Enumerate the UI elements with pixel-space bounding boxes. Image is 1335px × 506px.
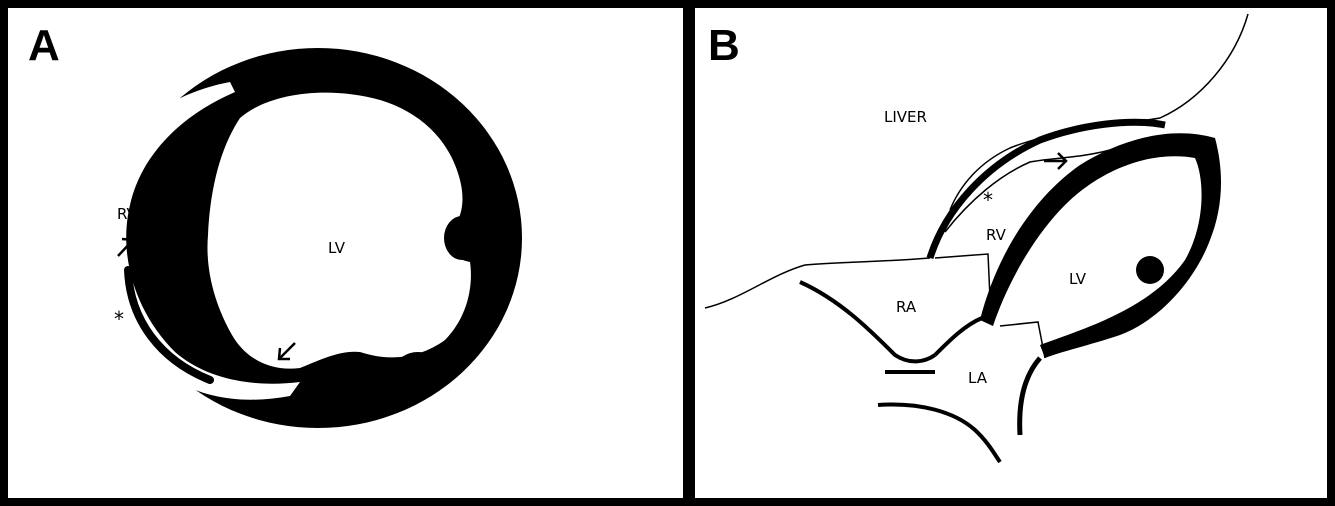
papillary-muscle-inferior	[324, 356, 380, 400]
label-rv-a: RV	[117, 205, 138, 223]
label-liver: LIVER	[884, 108, 927, 126]
panel-a-drawing: RV LV *	[96, 48, 522, 428]
atrial-septum	[935, 318, 982, 355]
tricuspid-valve	[935, 254, 990, 298]
arrow-right-icon	[1044, 153, 1066, 169]
lv-trabeculation	[1136, 256, 1164, 284]
la-wall-lower	[878, 404, 1000, 462]
la-wall-right	[1020, 358, 1040, 435]
star-marker-b: *	[983, 188, 993, 212]
trabeculation	[396, 352, 440, 384]
mitral-valve	[1000, 322, 1045, 358]
ra-wall	[800, 282, 935, 361]
panel-b-drawing: LIVER RV LV RA LA *	[705, 14, 1248, 462]
lv-cavity	[207, 93, 470, 369]
label-ra: RA	[896, 298, 917, 316]
label-lv-a: LV	[328, 239, 346, 257]
papillary-muscle-lateral	[444, 216, 480, 260]
label-rv-b: RV	[986, 226, 1007, 244]
label-lv-b: LV	[1069, 270, 1087, 288]
label-la: LA	[968, 369, 988, 387]
star-marker-a: *	[114, 307, 124, 331]
